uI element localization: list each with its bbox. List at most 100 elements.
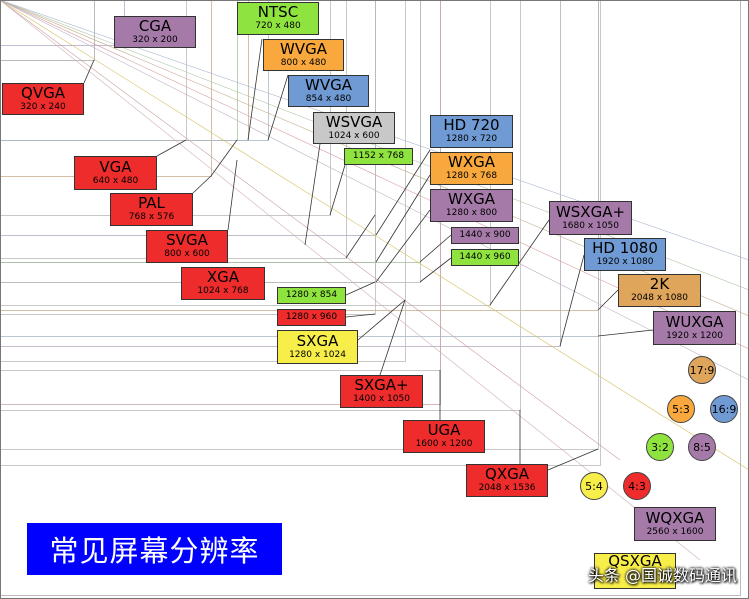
label-connector [559,254,585,347]
res-wuxga-name: WUXGA [665,312,724,331]
aspect-ray [0,0,621,461]
label-connector [304,143,321,246]
label-connector [267,74,289,141]
ratio-17-9: 17:9 [688,356,716,384]
res-wvga-854: WVGA 854 x 480 [288,75,369,107]
res-cga-name: CGA [138,16,172,35]
label-connector [357,299,406,341]
res-1152x768-dims: 1152 x 768 [352,150,405,161]
label-connector [419,257,452,283]
res-1440x960-dims: 1440 x 960 [459,251,511,262]
aspect-ray [0,0,701,561]
res-qsxga: QSXGA [594,553,676,589]
res-xga: XGA 1024 x 768 [181,267,265,300]
resolution-frame [0,0,441,371]
res-cga: CGA 320 x 200 [114,16,196,48]
ratio-16-9: 16:9 [710,395,738,423]
res-wsvga: WSVGA 1024 x 600 [313,112,395,144]
res-hd720: HD 720 1280 x 720 [430,115,513,148]
res-cga-dims: 320 x 200 [132,34,178,45]
res-uga-name: UGA [427,421,461,440]
res-pal-dims: 768 x 576 [128,212,175,223]
res-2k-name: 2K [649,275,670,294]
res-hd720-dims: 1280 x 720 [445,134,498,145]
label-connector [597,329,654,337]
res-wxga-800-name: WXGA [448,190,495,209]
aspect-ray [0,0,749,471]
res-vga-dims: 640 x 480 [92,175,139,186]
res-sxga-plus-name: SXGA+ [354,376,409,395]
res-wvga-800-name: WVGA [280,39,327,58]
res-wsxga-plus: WSXGA+ 1680 x 1050 [549,201,632,235]
res-1280x960-dims: 1280 x 960 [285,311,338,322]
res-ntsc-name: NTSC [257,3,299,22]
res-2k-dims: 2048 x 1080 [631,293,688,304]
res-2k: 2K 2048 x 1080 [618,274,701,307]
res-wqxga-name: WQXGA [645,508,705,527]
label-connector [345,313,376,318]
ratio-8-5: 8:5 [688,433,716,461]
res-uga: UGA 1600 x 1200 [403,420,485,453]
label-connector [489,219,550,306]
label-connector [210,139,238,177]
res-vga: VGA 640 x 480 [74,156,157,190]
res-qxga-name: QXGA [485,465,529,484]
res-1440x900: 1440 x 900 [451,227,519,244]
res-wxga-800-dims: 1280 x 800 [445,208,498,219]
label-connector [192,175,212,194]
res-wvga-854-name: WVGA [305,75,352,94]
res-1280x854: 1280 x 854 [277,287,346,304]
ratio-5-3: 5:3 [667,395,695,423]
res-xga-name: XGA [206,268,240,287]
res-wuxga-dims: 1920 x 1200 [666,330,723,341]
label-connector [419,234,452,263]
res-hd1080-dims: 1920 x 1080 [596,257,654,268]
label-connector [597,289,619,311]
res-pal-name: PAL [138,194,165,213]
label-connector [156,139,187,157]
res-1280x854-dims: 1280 x 854 [285,289,338,300]
res-pal: PAL 768 x 576 [110,193,193,226]
res-svga: SVGA 800 x 600 [146,230,228,263]
label-connector [227,159,238,231]
aspect-ray [0,0,749,381]
res-wuxga: WUXGA 1920 x 1200 [653,311,736,345]
res-uga-dims: 1600 x 1200 [415,439,473,450]
res-vga-name: VGA [99,157,132,176]
res-qxga-dims: 2048 x 1536 [478,483,536,494]
ratio-4-3: 4:3 [623,472,651,500]
res-wsxga-plus-dims: 1680 x 1050 [562,220,619,231]
res-sxga: SXGA 1280 x 1024 [277,330,358,364]
res-svga-name: SVGA [166,231,208,250]
res-1440x960: 1440 x 960 [451,249,519,266]
res-qvga: QVGA 320 x 240 [2,83,84,115]
watermark: 头条 @国诚数码通讯 [587,566,737,585]
res-wqxga: WQXGA 2560 x 1600 [634,507,716,541]
res-wvga-800-dims: 800 x 480 [280,57,327,68]
res-qsxga-name: QSXGA [608,553,662,570]
res-wxga-768-dims: 1280 x 768 [445,171,498,182]
res-sxga-plus-dims: 1400 x 1050 [353,394,410,405]
label-connector [375,174,431,263]
res-1280x960: 1280 x 960 [277,309,346,326]
res-sxga-plus: SXGA+ 1400 x 1050 [340,375,423,408]
res-qvga-dims: 320 x 240 [20,101,66,112]
ratio-5-4: 5:4 [580,472,608,500]
label-connector [345,214,376,259]
res-wsvga-name: WSVGA [325,112,383,131]
res-wqxga-dims: 2560 x 1600 [646,526,704,537]
res-wxga-768: WXGA 1280 x 768 [430,152,513,185]
diagram-title: 常见屏幕分辨率 [27,523,282,575]
res-hd1080-name: HD 1080 [592,239,658,258]
label-connector [379,299,406,376]
res-xga-dims: 1024 x 768 [197,286,249,297]
resolution-frame [0,0,406,362]
res-qvga-name: QVGA [21,83,65,102]
res-wxga-800: WXGA 1280 x 800 [430,189,513,222]
res-qxga: QXGA 2048 x 1536 [466,464,548,497]
res-1152x768: 1152 x 768 [344,148,413,165]
res-wsvga-dims: 1024 x 600 [328,130,380,141]
res-hd720-name: HD 720 [443,116,500,135]
res-sxga-name: SXGA [296,331,339,350]
label-connector [247,38,263,141]
